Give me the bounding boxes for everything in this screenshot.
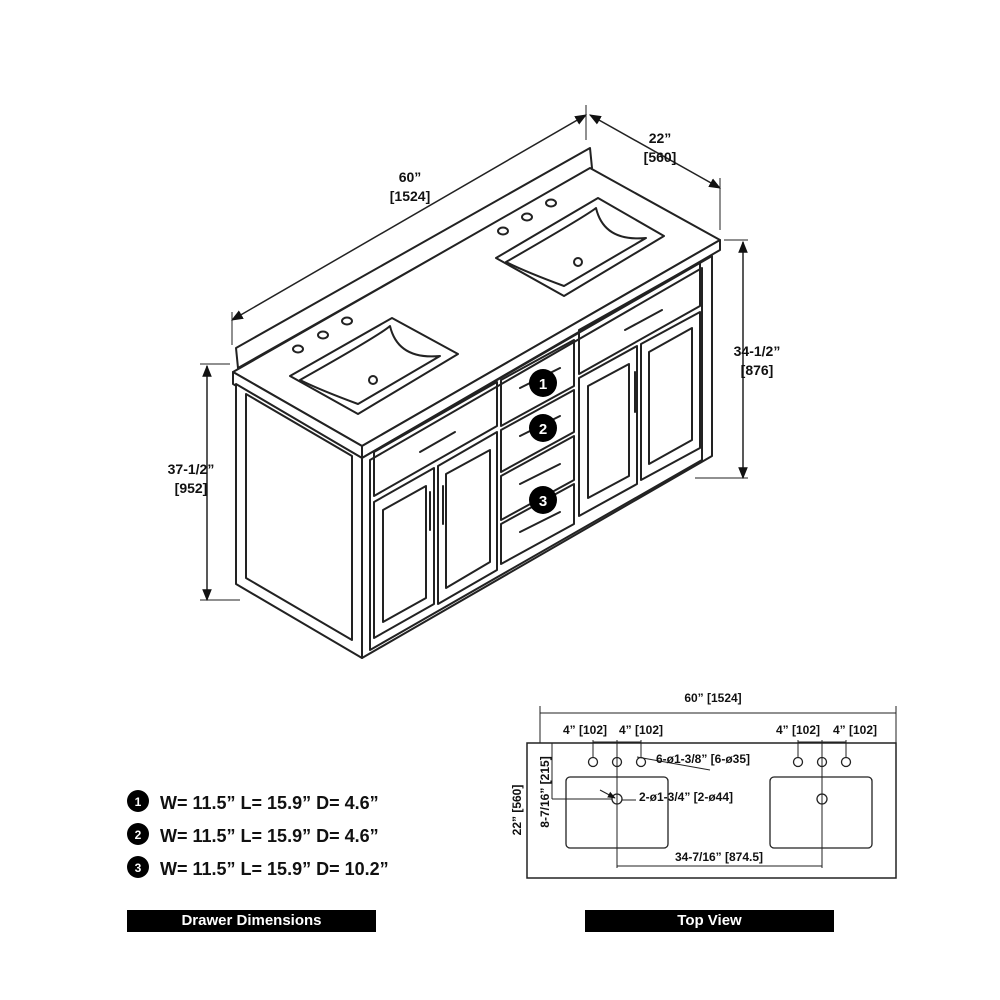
drain-center-label: 34-7/16” [874.5] [675,850,763,864]
depth-dimension: 22” [560] [588,114,722,230]
svg-text:1: 1 [135,795,142,809]
drain-offset-label: 8-7/16” [215] [538,756,552,827]
svg-text:W= 11.5” L= 15.9” D= 10.2”: W= 11.5” L= 15.9” D= 10.2” [160,859,389,879]
svg-text:1: 1 [539,376,547,393]
vanity-iso-drawing [232,147,721,659]
spacing-label-l2: 4” [102] [619,723,663,737]
height-dimension: 34-1/2” [876] [695,239,781,480]
top-view-drawing [526,706,897,879]
drain-holes-label: 2-ø1-3/4” [2-ø44] [639,790,733,804]
drawer-spec-3: 3 W= 11.5” L= 15.9” D= 10.2” [127,856,389,879]
drawer-dimensions-banner: Drawer Dimensions [127,910,376,932]
svg-text:60”: 60” [399,169,422,185]
top-view-banner: Top View [585,910,834,932]
drawer-spec-2: 2 W= 11.5” L= 15.9” D= 4.6” [127,823,379,846]
spacing-label-l1: 4” [102] [563,723,607,737]
spacing-label-r2: 4” [102] [833,723,877,737]
total-height-dimension: 37-1/2” [952] [168,363,240,602]
svg-text:2: 2 [539,421,547,438]
svg-text:[952]: [952] [175,480,208,496]
svg-text:[1524]: [1524] [390,188,430,204]
svg-text:37-1/2”: 37-1/2” [168,461,215,477]
svg-text:3: 3 [539,493,547,510]
faucet-holes-label: 6-ø1-3/8” [6-ø35] [656,752,750,766]
drawer-marker-1: 1 [529,369,557,397]
top-width-label: 60” [1524] [684,691,741,705]
drawer-marker-3: 3 [529,486,557,514]
svg-text:34-1/2”: 34-1/2” [734,343,781,359]
svg-text:[560]: [560] [644,149,677,165]
drawer-marker-2: 2 [529,414,557,442]
drawer-spec-1: 1 W= 11.5” L= 15.9” D= 4.6” [127,790,379,813]
svg-text:W= 11.5” L= 15.9” D= 4.6”: W= 11.5” L= 15.9” D= 4.6” [160,793,379,813]
spacing-label-r1: 4” [102] [776,723,820,737]
svg-text:3: 3 [135,861,142,875]
svg-text:22”: 22” [649,130,672,146]
svg-text:2: 2 [135,828,142,842]
top-depth-label: 22” [560] [510,785,524,836]
width-dimension: 60” [1524] [230,105,588,345]
svg-text:[876]: [876] [741,362,774,378]
svg-text:W= 11.5” L= 15.9” D= 4.6”: W= 11.5” L= 15.9” D= 4.6” [160,826,379,846]
